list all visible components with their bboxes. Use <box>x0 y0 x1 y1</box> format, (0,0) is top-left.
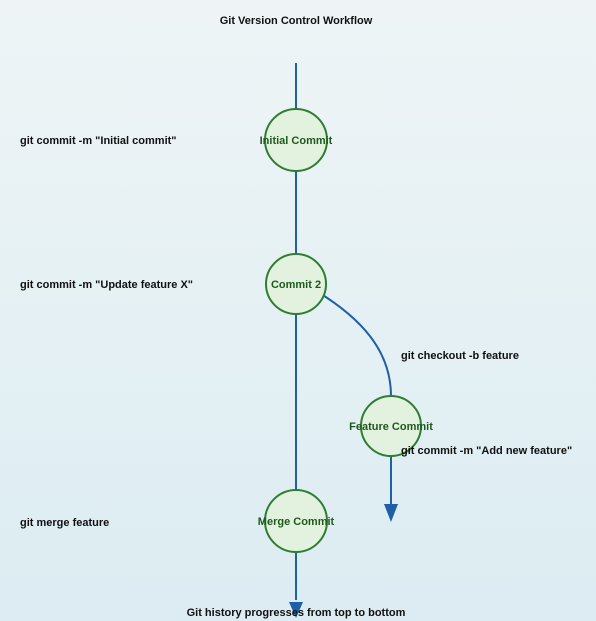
node-initial-commit[interactable]: Initial Commit <box>260 108 333 172</box>
feature-branch-arrowhead <box>384 504 398 522</box>
cmd-checkout-feature: git checkout -b feature <box>401 350 519 362</box>
cmd-add-new-feature: git commit -m "Add new feature" <box>401 445 572 457</box>
node-feature-circle <box>360 395 422 457</box>
cmd-update-feature: git commit -m "Update feature X" <box>20 279 193 291</box>
node-feature-label: Feature Commit <box>349 421 433 433</box>
cmd-merge-feature: git merge feature <box>20 517 109 529</box>
node-commit-2[interactable]: Commit 2 <box>265 253 327 315</box>
node-merge-circle <box>264 489 328 553</box>
node-initial-label: Initial Commit <box>260 135 333 147</box>
cmd-initial-commit: git commit -m "Initial commit" <box>20 135 177 147</box>
node-commit2-label: Commit 2 <box>271 279 321 291</box>
node-initial-circle <box>264 108 328 172</box>
node-merge-commit[interactable]: Merge Commit <box>258 489 335 553</box>
edge-commit2-to-feature <box>317 291 392 397</box>
node-feature-commit[interactable]: Feature Commit <box>349 395 433 457</box>
main-branch-arrowhead <box>289 602 303 618</box>
footer-caption: Git history progresses from top to botto… <box>187 607 406 619</box>
diagram-title: Git Version Control Workflow <box>220 15 373 27</box>
node-merge-label: Merge Commit <box>258 516 335 528</box>
node-commit2-circle <box>265 253 327 315</box>
